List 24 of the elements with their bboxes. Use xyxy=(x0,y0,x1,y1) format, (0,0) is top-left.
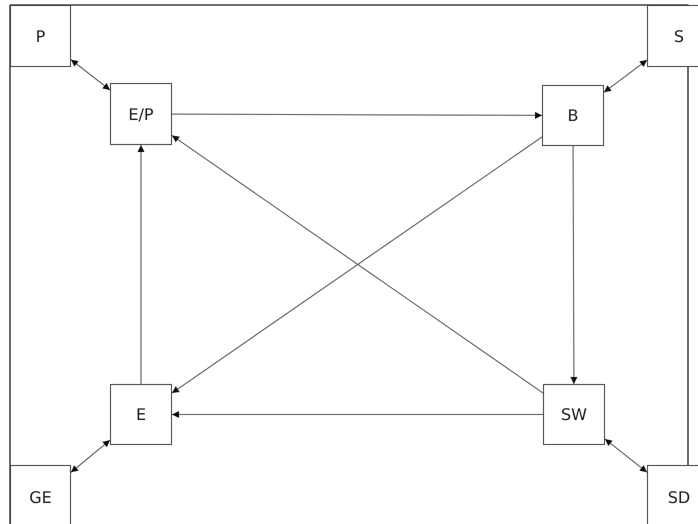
box-label: S xyxy=(674,26,684,46)
arrow xyxy=(570,146,578,384)
box xyxy=(10,465,71,524)
box xyxy=(647,5,698,67)
arrow xyxy=(70,440,110,473)
box-label: B xyxy=(568,106,578,125)
arrow xyxy=(172,112,542,119)
box xyxy=(110,384,172,445)
box xyxy=(542,85,604,146)
box xyxy=(10,5,71,67)
box-label: GE xyxy=(29,488,52,507)
box-label: E/P xyxy=(128,104,154,124)
arrow xyxy=(604,438,648,473)
box xyxy=(110,83,172,145)
box xyxy=(543,384,605,445)
box-label: E xyxy=(136,405,146,424)
arrow xyxy=(604,60,648,93)
arrow xyxy=(70,59,110,90)
arrow xyxy=(138,144,144,384)
box-label: SW xyxy=(561,405,587,424)
arrow xyxy=(172,411,544,418)
box-label: SD xyxy=(668,488,690,507)
box xyxy=(647,465,698,524)
box-label: P xyxy=(36,26,46,46)
